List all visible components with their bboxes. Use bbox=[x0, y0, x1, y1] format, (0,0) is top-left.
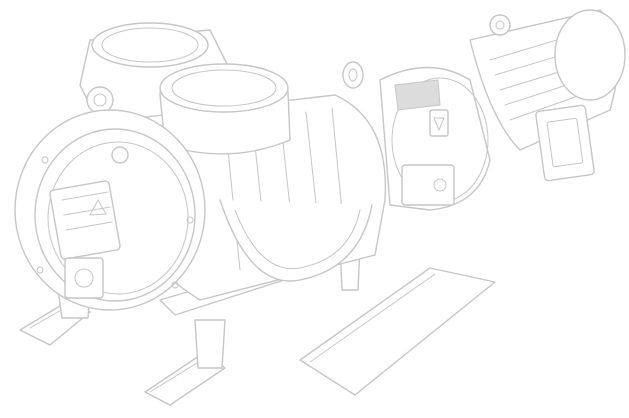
front-end-cover bbox=[14, 109, 206, 311]
top-cover bbox=[159, 63, 291, 155]
coupling-housing bbox=[379, 66, 491, 211]
lifting-eye-body bbox=[342, 61, 364, 89]
motor bbox=[469, 9, 626, 182]
